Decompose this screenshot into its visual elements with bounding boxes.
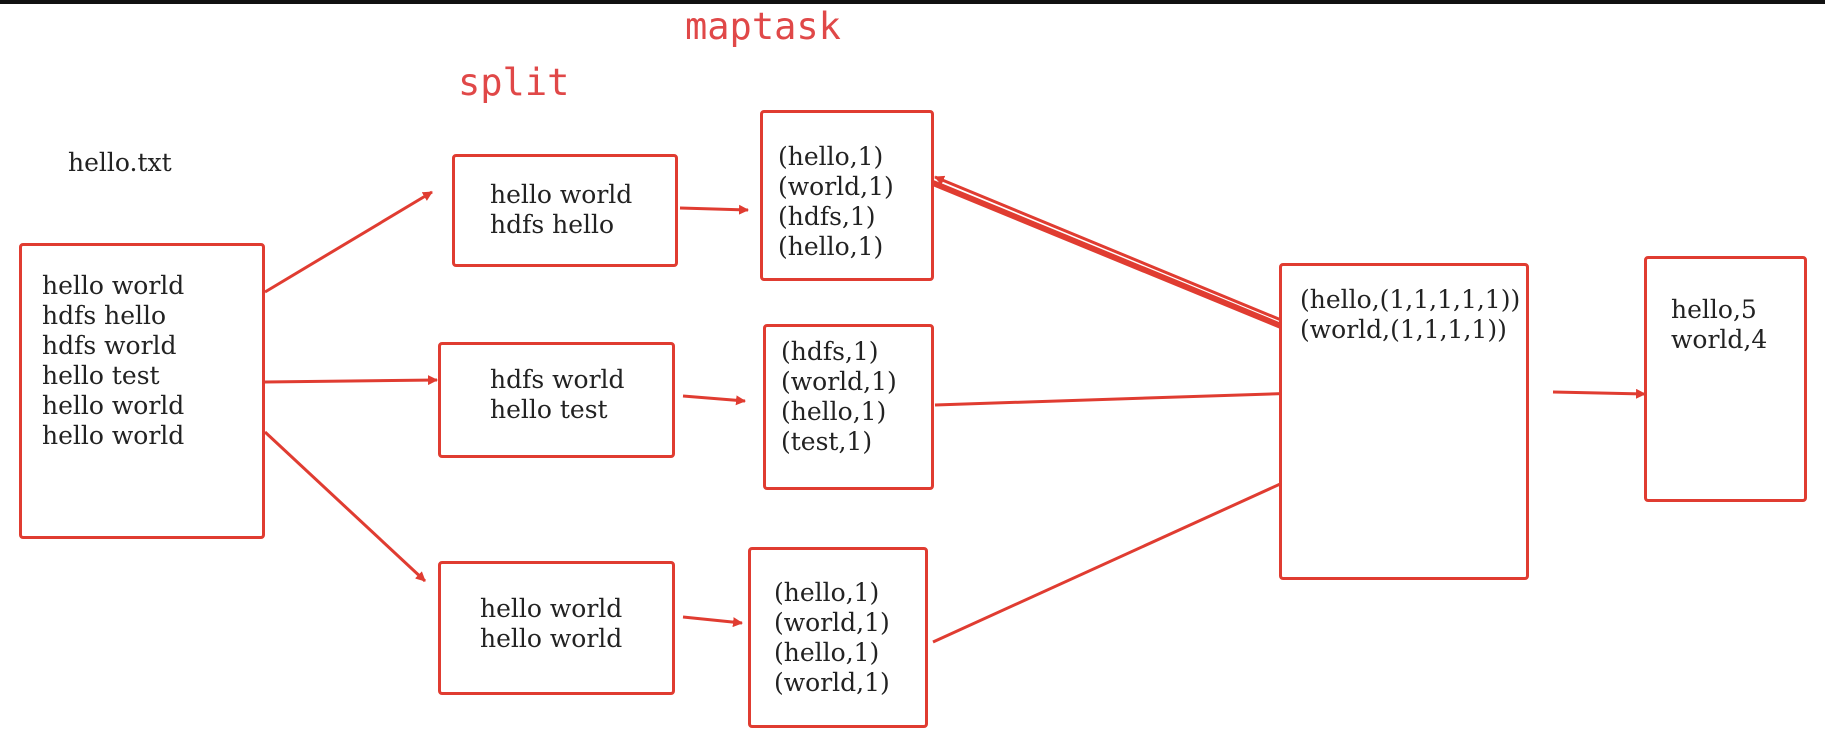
map-pair: (world,1)	[781, 367, 897, 396]
input-line: hello world	[42, 391, 185, 420]
map-pair: (hello,1)	[781, 397, 887, 426]
input-line: hello world	[42, 421, 185, 450]
map-pair: (world,1)	[778, 172, 894, 201]
reduce-box-lines: hello,5 world,4	[1671, 295, 1767, 355]
input-file-lines: hello world hdfs hello hdfs world hello …	[42, 271, 184, 451]
split-box-2	[438, 342, 675, 458]
reduce-result: hello,5	[1671, 295, 1757, 324]
split-line: hdfs hello	[490, 210, 615, 239]
input-filename: hello.txt	[68, 148, 172, 177]
arrow-shuffle-to-reduce	[1552, 388, 1646, 399]
input-line: hdfs world	[42, 331, 177, 360]
split-box-1-lines: hello world hdfs hello	[490, 180, 632, 240]
grouped-pair: (hello,(1,1,1,1,1))	[1300, 285, 1521, 314]
map-pair: (world,1)	[774, 608, 890, 637]
input-line: hdfs hello	[42, 301, 167, 330]
split-box-3-lines: hello world hello world	[480, 594, 622, 654]
split-box-3	[438, 561, 675, 695]
shuffle-box	[1279, 263, 1529, 580]
arrow-shuffle-back-to-map-1	[934, 175, 1299, 329]
split-line: hello world	[480, 624, 623, 653]
arrow-split-3-to-map-3	[682, 615, 743, 628]
shuffle-box-lines: (hello,(1,1,1,1,1)) (world,(1,1,1,1))	[1300, 285, 1520, 345]
input-file-box	[19, 243, 265, 539]
split-line: hdfs world	[490, 365, 625, 394]
split-box-2-lines: hdfs world hello test	[490, 365, 625, 425]
map-pair: (hello,1)	[774, 638, 880, 667]
grouped-pair: (world,(1,1,1,1))	[1300, 315, 1507, 344]
map-box-1-pairs: (hello,1) (world,1) (hdfs,1) (hello,1)	[778, 142, 894, 262]
reduce-result: world,4	[1671, 325, 1768, 354]
map-pair: (world,1)	[774, 668, 890, 697]
map-pair: (hdfs,1)	[778, 202, 876, 231]
map-box-2-pairs: (hdfs,1) (world,1) (hello,1) (test,1)	[781, 337, 897, 457]
top-border	[0, 0, 1825, 4]
arrow-map-3-to-shuffle	[932, 473, 1301, 644]
maptask-label: maptask	[685, 5, 841, 48]
arrow-split-1-to-map-1	[679, 204, 749, 215]
map-pair: (hello,1)	[774, 578, 880, 607]
map-pair: (hello,1)	[778, 142, 884, 171]
split-box-1	[452, 154, 678, 267]
input-line: hello world	[42, 271, 185, 300]
map-box-3-pairs: (hello,1) (world,1) (hello,1) (world,1)	[774, 578, 890, 698]
arrow-split-2-to-map-2	[682, 394, 746, 406]
map-pair: (test,1)	[781, 427, 873, 456]
arrow-input-to-split-1	[264, 190, 433, 294]
arrow-input-to-split-2	[264, 375, 438, 386]
split-line: hello test	[490, 395, 608, 424]
arrow-input-to-split-3	[263, 430, 427, 583]
split-line: hello world	[490, 180, 633, 209]
input-line: hello test	[42, 361, 160, 390]
map-pair: (hello,1)	[778, 232, 884, 261]
map-box-3	[748, 547, 928, 728]
split-line: hello world	[480, 594, 623, 623]
map-box-1	[760, 110, 934, 281]
split-label: split	[458, 61, 570, 104]
arrow-map-2-to-shuffle	[934, 388, 1301, 407]
map-pair: (hdfs,1)	[781, 337, 879, 366]
map-box-2	[763, 324, 934, 490]
arrow-map-1-to-shuffle	[931, 180, 1300, 336]
reduce-box	[1644, 256, 1807, 502]
